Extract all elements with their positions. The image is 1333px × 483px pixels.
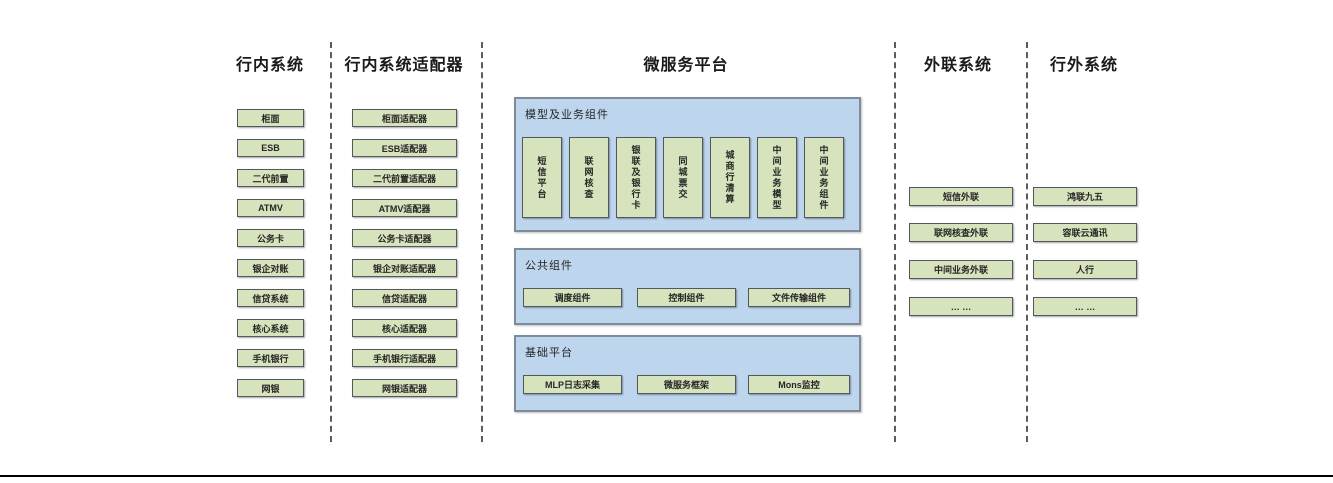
column-header-internal: 行内系统 — [235, 57, 304, 74]
column-header-platform: 微服务平台 — [643, 57, 729, 74]
external-item: 容联云通讯 — [1033, 223, 1137, 242]
outreach-item: 中间业务外联 — [909, 260, 1013, 279]
adapter-item: 柜面适配器 — [352, 109, 457, 127]
column-separator-4 — [1026, 42, 1028, 442]
external-item: 人行 — [1033, 260, 1137, 279]
internal-system-item: 核心系统 — [237, 319, 304, 337]
base-platform-item: Mons监控 — [748, 375, 850, 394]
model-component-item: 中间业务组件 — [804, 137, 844, 218]
base-platform-item: MLP日志采集 — [523, 375, 622, 394]
base-platform-item: 微服务框架 — [637, 375, 736, 394]
model-component-item: 中间业务模型 — [757, 137, 797, 218]
model-component-item: 联网核查 — [569, 137, 609, 218]
model-component-item: 银联及银行卡 — [616, 137, 656, 218]
column-header-external: 行外系统 — [1049, 57, 1118, 74]
common-components-container: 公共组件 调度组件 控制组件 文件传输组件 — [514, 248, 861, 325]
adapter-item: 网银适配器 — [352, 379, 457, 397]
outreach-item: … … — [909, 297, 1013, 316]
model-component-item: 同城票交 — [663, 137, 703, 218]
model-business-components-container: 模型及业务组件 短信平台 联网核查 银联及银行卡 同城票交 城商行清算 中间业务… — [514, 97, 861, 232]
common-component-item: 控制组件 — [637, 288, 736, 307]
internal-system-item: 公务卡 — [237, 229, 304, 247]
model-component-item: 短信平台 — [522, 137, 562, 218]
adapter-item: 信贷适配器 — [352, 289, 457, 307]
internal-system-item: 手机银行 — [237, 349, 304, 367]
internal-system-item: 柜面 — [237, 109, 304, 127]
external-item: 鸿联九五 — [1033, 187, 1137, 206]
adapter-item: ESB适配器 — [352, 139, 457, 157]
group-title: 模型及业务组件 — [525, 109, 609, 121]
column-header-adapters: 行内系统适配器 — [344, 57, 464, 74]
common-component-item: 文件传输组件 — [748, 288, 850, 307]
adapter-item: 核心适配器 — [352, 319, 457, 337]
internal-system-item: 二代前置 — [237, 169, 304, 187]
column-separator-1 — [330, 42, 332, 442]
column-separator-2 — [481, 42, 483, 442]
external-item: … … — [1033, 297, 1137, 316]
outreach-item: 短信外联 — [909, 187, 1013, 206]
column-separator-3 — [894, 42, 896, 442]
group-title: 基础平台 — [525, 347, 573, 359]
outreach-item: 联网核查外联 — [909, 223, 1013, 242]
internal-system-item: 信贷系统 — [237, 289, 304, 307]
adapter-item: 银企对账适配器 — [352, 259, 457, 277]
adapter-item: ATMV适配器 — [352, 199, 457, 217]
common-component-item: 调度组件 — [523, 288, 622, 307]
internal-system-item: ESB — [237, 139, 304, 157]
adapter-item: 公务卡适配器 — [352, 229, 457, 247]
internal-system-item: 网银 — [237, 379, 304, 397]
model-component-item: 城商行清算 — [710, 137, 750, 218]
adapter-item: 手机银行适配器 — [352, 349, 457, 367]
internal-system-item: ATMV — [237, 199, 304, 217]
adapter-item: 二代前置适配器 — [352, 169, 457, 187]
bottom-rule — [0, 475, 1333, 477]
base-platform-container: 基础平台 MLP日志采集 微服务框架 Mons监控 — [514, 335, 861, 412]
group-title: 公共组件 — [525, 260, 573, 272]
column-header-outreach: 外联系统 — [923, 57, 992, 74]
internal-system-item: 银企对账 — [237, 259, 304, 277]
